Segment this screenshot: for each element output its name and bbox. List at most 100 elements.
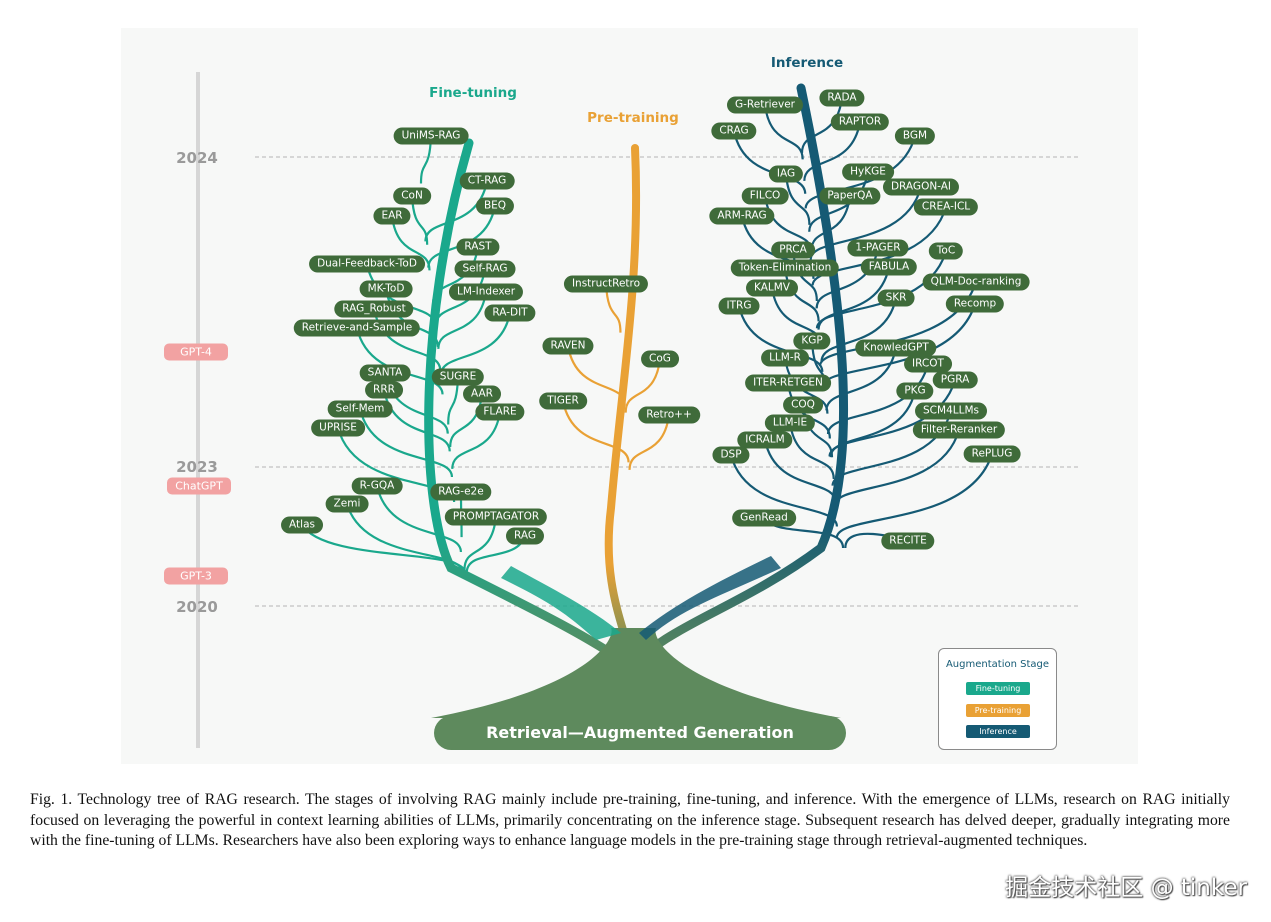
node-zemi: Zemi — [325, 495, 369, 513]
branch-tiger — [561, 400, 630, 463]
node-flare: FLARE — [475, 403, 525, 421]
node-1-pager: 1-PAGER — [847, 239, 909, 257]
node-kgp: KGP — [793, 332, 831, 350]
branch-promptagator — [463, 516, 498, 570]
node-scm4llms: SCM4LLMs — [915, 402, 987, 420]
node-crag: CRAG — [711, 122, 757, 140]
branch-cog — [624, 358, 662, 413]
node-con: CoN — [393, 187, 431, 205]
node-g-retriever: G-Retriever — [726, 96, 804, 114]
node-replug: RePLUG — [963, 445, 1021, 463]
branch-fabula — [817, 266, 891, 330]
node-dual-feedback-tod: Dual-Feedback-ToD — [309, 255, 425, 273]
branch-pkg — [829, 390, 917, 458]
node-iter-retgen: ITER-RETGEN — [745, 374, 831, 392]
node-unims-rag: UniMS-RAG — [393, 127, 469, 145]
legend: Augmentation Stage Fine-tuning Pre-train… — [938, 648, 1057, 750]
node-retrieve-and-sample: Retrieve-and-Sample — [293, 319, 421, 337]
branch-ircot — [826, 363, 930, 435]
legend-item-fine-tuning: Fine-tuning — [966, 682, 1030, 695]
legend-item-inference: Inference — [966, 725, 1030, 738]
stage-title-fine: Fine-tuning — [429, 85, 517, 101]
node-retro: Retro++ — [638, 406, 700, 424]
branch-skr — [820, 297, 898, 362]
pre-training-trunk — [604, 144, 641, 672]
node-ra-dit: RA-DIT — [484, 304, 536, 322]
node-bgm: BGM — [894, 127, 936, 145]
branch-flare — [451, 411, 502, 470]
model-tag-gpt-4: GPT-4 — [164, 343, 228, 361]
branch-ear — [390, 215, 431, 271]
node-recomp: Recomp — [945, 295, 1005, 313]
node-prca: PRCA — [771, 241, 815, 259]
node-tiger: TIGER — [539, 392, 587, 410]
branch-instructretro — [604, 283, 622, 333]
node-dsp: DSP — [712, 446, 750, 464]
legend-title: Augmentation Stage — [945, 659, 1050, 670]
node-pkg: PKG — [896, 382, 934, 400]
node-cog: CoG — [641, 350, 679, 368]
node-paperqa: PaperQA — [819, 187, 881, 205]
node-promptagator: PROMPTAGATOR — [444, 508, 548, 526]
node-fabula: FABULA — [860, 258, 918, 276]
legend-item-pre-training: Pre-training — [966, 704, 1030, 717]
branch-replug — [835, 453, 994, 539]
node-lm-indexer: LM-Indexer — [448, 283, 524, 301]
node-r-gqa: R-GQA — [351, 477, 403, 495]
node-toc: ToC — [928, 242, 964, 260]
branch-r-gqa — [375, 485, 462, 553]
node-sugre: SUGRE — [431, 368, 485, 386]
node-llm-ie: LLM-IE — [764, 414, 816, 432]
stage-title-inf: Inference — [770, 55, 844, 71]
branch-sugre — [447, 376, 460, 425]
node-recite: RECITE — [881, 532, 935, 550]
branch-bgm — [804, 135, 917, 209]
node-santa: SANTA — [359, 364, 411, 382]
fine-tuning-trunk — [424, 138, 638, 673]
node-pgra: PGRA — [932, 371, 978, 389]
branch-llm-r — [783, 357, 829, 414]
node-itrg: ITRG — [718, 297, 760, 315]
node-ear: EAR — [373, 207, 411, 225]
node-token-elimination: Token-Elimination — [730, 259, 840, 277]
node-rag: RAG — [505, 527, 545, 545]
branch-lm-indexer — [437, 291, 488, 350]
stage-title-pre: Pre-training — [587, 110, 679, 126]
branch-retro — [628, 414, 671, 470]
branch-unims-rag — [419, 135, 433, 184]
node-rada: RADA — [819, 89, 865, 107]
branch-ra-dit — [439, 312, 512, 376]
year-label-2020: 2020 — [176, 598, 218, 616]
node-instructretro: InstructRetro — [563, 275, 649, 293]
node-atlas: Atlas — [281, 516, 323, 534]
year-label-2023: 2023 — [176, 458, 218, 476]
node-filco: FILCO — [741, 187, 789, 205]
watermark: 掘金技术社区 @ tinker — [1005, 875, 1247, 901]
node-skr: SKR — [877, 289, 915, 307]
node-knowledgpt: KnowledGPT — [855, 339, 937, 357]
branch-knowledgpt — [825, 347, 898, 411]
node-aar: AAR — [463, 385, 501, 403]
node-rast: RAST — [456, 238, 500, 256]
node-qlm-doc-ranking: QLM-Doc-ranking — [922, 273, 1030, 291]
node-mk-tod: MK-ToD — [359, 280, 413, 298]
node-llm-r: LLM-R — [761, 349, 809, 367]
model-tag-gpt-3: GPT-3 — [164, 567, 228, 585]
node-genread: GenRead — [732, 509, 796, 527]
figure-caption: Fig. 1. Technology tree of RAG research.… — [30, 791, 1230, 849]
node-dragon-ai: DRAGON-AI — [882, 178, 960, 196]
node-rag-e2e: RAG-e2e — [430, 483, 492, 501]
node-hykge: HyKGE — [842, 163, 894, 181]
node-raptor: RAPTOR — [830, 113, 890, 131]
branch-rada — [800, 97, 844, 154]
node-kalmv: KALMV — [746, 279, 798, 297]
model-tag-chatgpt: ChatGPT — [167, 477, 231, 495]
node-beq: BEQ — [475, 197, 515, 215]
node-icralm: ICRALM — [737, 431, 793, 449]
node-ct-rag: CT-RAG — [459, 172, 515, 190]
node-uprise: UPRISE — [311, 419, 365, 437]
branch-self-mem — [358, 408, 454, 478]
node-rrr: RRR — [365, 381, 403, 399]
fine-tuning-trunk-base — [501, 566, 621, 640]
